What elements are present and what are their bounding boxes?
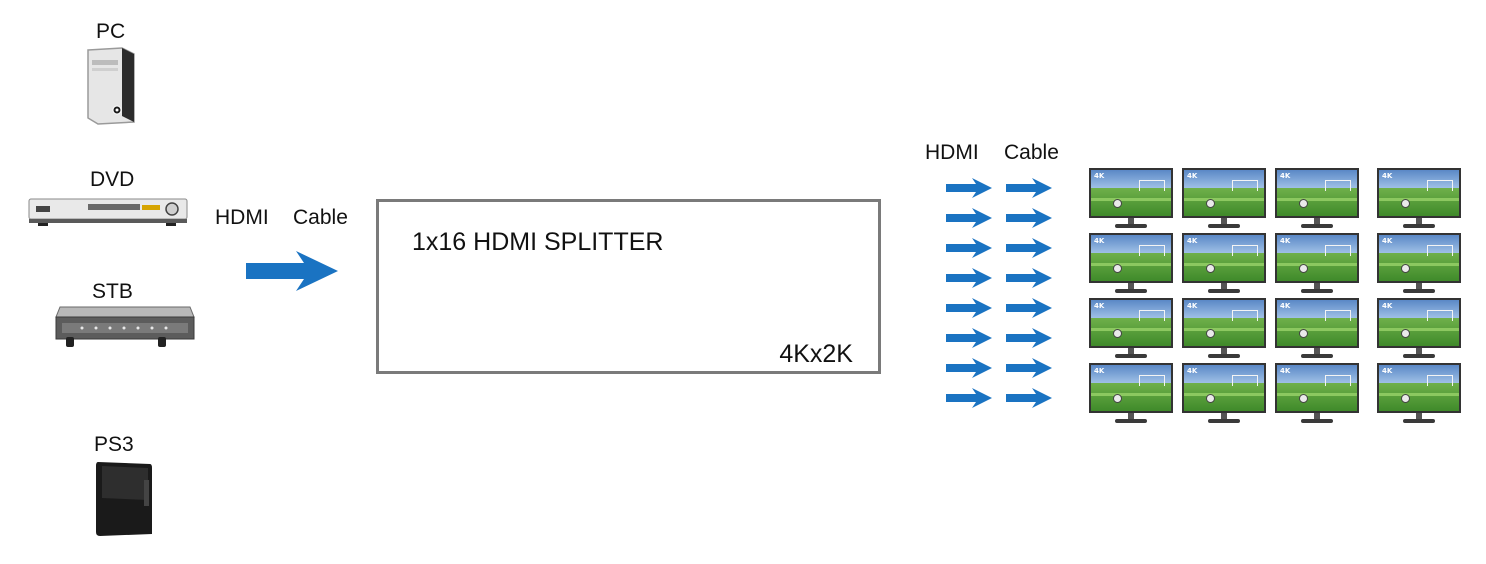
pc-tower-icon (87, 47, 135, 125)
tv-icon: 4K (1089, 233, 1173, 295)
tv-4k-badge: 4K (1187, 302, 1198, 310)
output-arrow-icon (1006, 388, 1052, 408)
tv-screen: 4K (1089, 233, 1173, 283)
tv-4k-badge: 4K (1094, 172, 1105, 180)
output-arrow-icon (1006, 358, 1052, 378)
tv-screen: 4K (1182, 363, 1266, 413)
input-cable-label: Cable (293, 206, 348, 229)
tv-screen: 4K (1182, 298, 1266, 348)
dvd-label: DVD (90, 168, 135, 191)
splitter-title: 1x16 HDMI SPLITTER (412, 228, 664, 256)
output-arrow-icon (1006, 178, 1052, 198)
output-cable-label: Cable (1004, 141, 1059, 164)
tv-screen: 4K (1089, 298, 1173, 348)
ps3-console-icon (96, 462, 152, 536)
tv-screen: 4K (1275, 168, 1359, 218)
tv-screen: 4K (1275, 298, 1359, 348)
dvd-player-icon (28, 198, 188, 226)
tv-screen: 4K (1182, 233, 1266, 283)
tv-icon: 4K (1275, 298, 1359, 360)
tv-icon: 4K (1089, 363, 1173, 425)
tv-icon: 4K (1377, 168, 1461, 230)
tv-4k-badge: 4K (1382, 367, 1393, 375)
output-arrow-icon (946, 358, 992, 378)
tv-icon: 4K (1182, 298, 1266, 360)
tv-icon: 4K (1275, 363, 1359, 425)
tv-4k-badge: 4K (1187, 367, 1198, 375)
tv-icon: 4K (1377, 298, 1461, 360)
tv-4k-badge: 4K (1187, 237, 1198, 245)
output-arrow-icon (946, 328, 992, 348)
splitter-resolution: 4Kx2K (779, 340, 853, 368)
tv-icon: 4K (1182, 168, 1266, 230)
ps3-label: PS3 (94, 433, 134, 456)
output-arrow-icon (1006, 268, 1052, 288)
output-arrow-icon (1006, 238, 1052, 258)
output-arrow-icon (1006, 328, 1052, 348)
output-arrow-icon (946, 178, 992, 198)
tv-icon: 4K (1182, 233, 1266, 295)
tv-4k-badge: 4K (1280, 367, 1291, 375)
output-arrow-icon (1006, 298, 1052, 318)
output-arrow-icon (946, 298, 992, 318)
tv-screen: 4K (1089, 363, 1173, 413)
tv-icon: 4K (1089, 168, 1173, 230)
tv-screen: 4K (1089, 168, 1173, 218)
tv-4k-badge: 4K (1382, 302, 1393, 310)
tv-4k-badge: 4K (1280, 302, 1291, 310)
tv-icon: 4K (1377, 233, 1461, 295)
tv-icon: 4K (1089, 298, 1173, 360)
stb-box-icon (55, 306, 195, 347)
output-arrow-icon (946, 238, 992, 258)
tv-screen: 4K (1182, 168, 1266, 218)
tv-icon: 4K (1275, 233, 1359, 295)
splitter-box: 1x16 HDMI SPLITTER 4Kx2K (376, 199, 881, 374)
tv-4k-badge: 4K (1094, 302, 1105, 310)
tv-4k-badge: 4K (1382, 172, 1393, 180)
tv-4k-badge: 4K (1187, 172, 1198, 180)
tv-icon: 4K (1377, 363, 1461, 425)
output-arrow-icon (946, 208, 992, 228)
stb-label: STB (92, 280, 133, 303)
tv-4k-badge: 4K (1280, 237, 1291, 245)
tv-4k-badge: 4K (1280, 172, 1291, 180)
tv-screen: 4K (1377, 233, 1461, 283)
tv-4k-badge: 4K (1094, 367, 1105, 375)
tv-icon: 4K (1182, 363, 1266, 425)
tv-screen: 4K (1377, 298, 1461, 348)
output-hdmi-label: HDMI (925, 141, 979, 164)
pc-label: PC (96, 20, 126, 43)
input-arrow-icon (246, 251, 338, 291)
input-hdmi-label: HDMI (215, 206, 269, 229)
tv-screen: 4K (1377, 168, 1461, 218)
tv-4k-badge: 4K (1382, 237, 1393, 245)
tv-screen: 4K (1275, 363, 1359, 413)
output-arrow-icon (946, 268, 992, 288)
output-arrows (946, 178, 1052, 408)
tv-icon: 4K (1275, 168, 1359, 230)
output-arrow-icon (1006, 208, 1052, 228)
output-arrow-icon (946, 388, 992, 408)
tv-4k-badge: 4K (1094, 237, 1105, 245)
tv-screen: 4K (1275, 233, 1359, 283)
tv-screen: 4K (1377, 363, 1461, 413)
